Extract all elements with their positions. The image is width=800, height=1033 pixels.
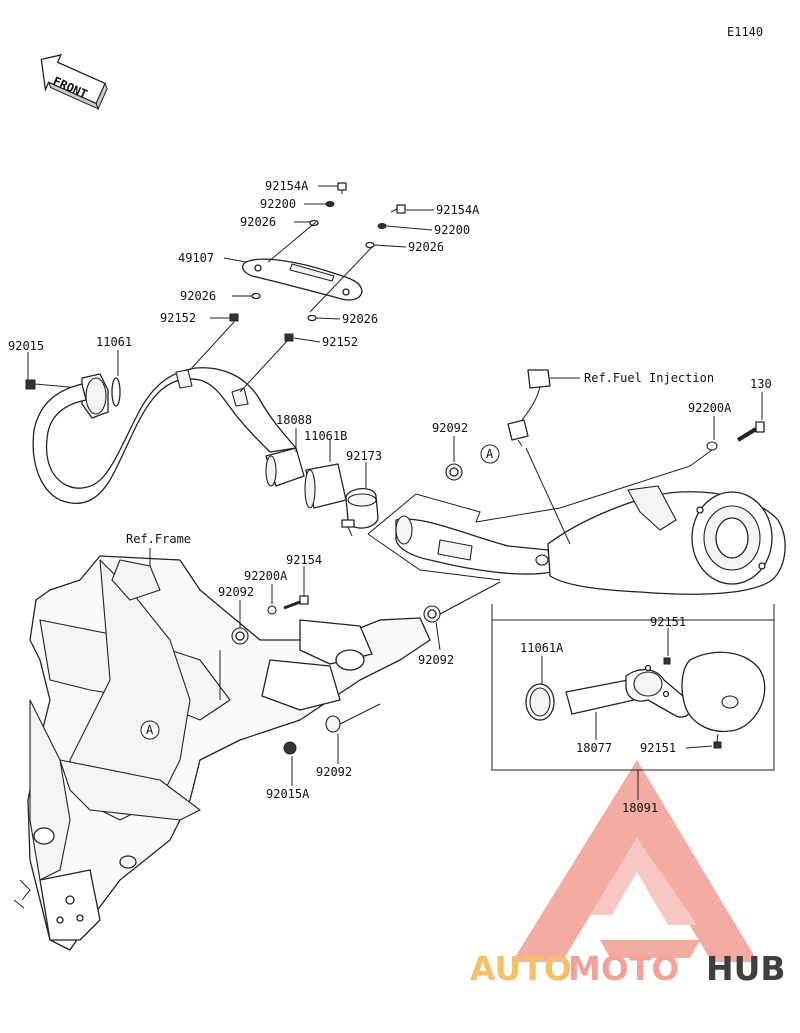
- frame: [13, 555, 431, 951]
- label-92154A-b: 92154A: [436, 203, 480, 217]
- label-92026-b: 92026: [180, 289, 216, 303]
- header-pipe: [25, 367, 379, 537]
- label-92092-a: 92092: [432, 421, 468, 435]
- leader-lines: [27, 185, 763, 786]
- label-11061: 11061: [96, 335, 132, 349]
- label-92154: 92154: [286, 553, 322, 567]
- svg-text:A: A: [486, 447, 494, 461]
- diagram-code: E1140: [727, 25, 763, 39]
- label-49107: 49107: [178, 251, 214, 265]
- hardware-muffler-bolt: [689, 421, 765, 467]
- kit-parts: [525, 651, 766, 749]
- watermark-text-auto: AUTO: [470, 949, 572, 988]
- label-92152-b: 92152: [322, 335, 358, 349]
- label-92092-c: 92092: [418, 653, 454, 667]
- muffler-assembly: [395, 485, 786, 595]
- label-92200A-a: 92200A: [688, 401, 732, 415]
- label-ref-fuel-injection: Ref.Fuel Injection: [584, 371, 714, 385]
- label-92200-b: 92200: [434, 223, 470, 237]
- mount-rubbers: [231, 463, 463, 755]
- o2-sensor: [507, 369, 551, 447]
- label-92026-a: 92026: [240, 215, 276, 229]
- label-92092-d: 92092: [316, 765, 352, 779]
- callout-a-frame: [140, 720, 160, 740]
- label-92015: 92015: [8, 339, 44, 353]
- label-130: 130: [750, 377, 772, 391]
- label-11061A: 11061A: [520, 641, 564, 655]
- heat-shield-49107: [241, 258, 363, 301]
- kit-bracket-box: [491, 604, 775, 771]
- label-92173: 92173: [346, 449, 382, 463]
- watermark-logo: [512, 760, 758, 962]
- label-18091: 18091: [622, 801, 658, 815]
- label-92154A-a: 92154A: [265, 179, 309, 193]
- label-92200A-b: 92200A: [244, 569, 288, 583]
- label-92200-a: 92200: [260, 197, 296, 211]
- label-92026-d: 92026: [342, 312, 378, 326]
- label-92151-b: 92151: [640, 741, 676, 755]
- label-ref-frame: Ref.Frame: [126, 532, 191, 546]
- label-18077: 18077: [576, 741, 612, 755]
- watermark-text-hub: HUB: [706, 949, 786, 988]
- label-92151-a: 92151: [650, 615, 686, 629]
- label-92026-c: 92026: [408, 240, 444, 254]
- label-92152-a: 92152: [160, 311, 196, 325]
- watermark-text-moto: MOTO: [568, 949, 679, 988]
- label-92015A: 92015A: [266, 787, 310, 801]
- label-92092-b: 92092: [218, 585, 254, 599]
- label-11061B: 11061B: [304, 429, 347, 443]
- front-arrow-icon: [40, 54, 108, 111]
- svg-text:A: A: [146, 723, 154, 737]
- label-18088: 18088: [276, 413, 312, 427]
- part-labels: 92154A 92200 92026 49107 92026 92152 921…: [8, 179, 772, 815]
- hardware-top: [229, 182, 406, 342]
- callout-a-top: [480, 444, 500, 464]
